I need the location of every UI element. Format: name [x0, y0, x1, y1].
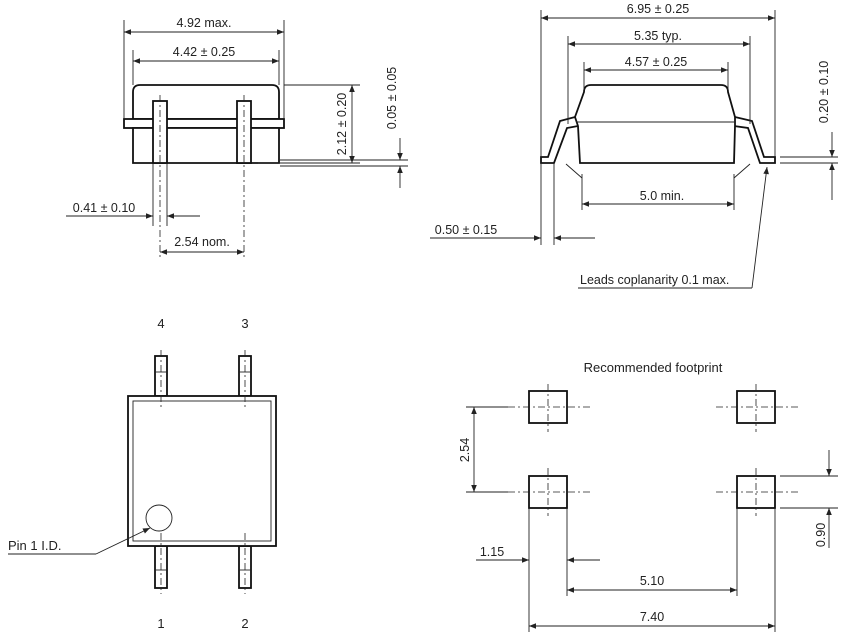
- dim-min-span: 5.0 min.: [640, 189, 684, 203]
- pin-label-4: 4: [157, 316, 164, 331]
- dim-height: 2.12 ± 0.20: [335, 93, 349, 156]
- dim-overall: 6.95 ± 0.25: [627, 2, 690, 16]
- footprint-view: Recommended footprint 2.54 0.90: [458, 360, 838, 632]
- side-view: 4.92 max. 4.42 ± 0.25 2.12 ± 0.20 0.05 ±…: [66, 16, 408, 258]
- fp-pad-height: 0.90: [814, 523, 828, 547]
- footprint-title: Recommended footprint: [584, 360, 723, 375]
- coplanarity-note: Leads coplanarity 0.1 max.: [580, 273, 729, 287]
- fp-pitch: 2.54: [458, 438, 472, 462]
- dim-lead-thickness: 0.20 ± 0.10: [817, 61, 831, 124]
- end-body: [574, 84, 736, 164]
- dim-foot-length: 0.50 ± 0.15: [435, 223, 498, 237]
- dim-body-width: 4.42 ± 0.25: [173, 45, 236, 59]
- end-view: 6.95 ± 0.25 5.35 typ. 4.57 ± 0.25 0.20 ±…: [430, 2, 838, 289]
- fp-outer-span: 7.40: [640, 610, 664, 624]
- dim-lead-width: 0.41 ± 0.10: [73, 201, 136, 215]
- fp-pad-width: 1.15: [480, 545, 504, 559]
- dim-pitch: 2.54 nom.: [174, 235, 230, 249]
- pin-label-2: 2: [241, 616, 248, 631]
- side-lead-frame: [123, 118, 285, 129]
- fp-inner-span: 5.10: [640, 574, 664, 588]
- pin-label-1: 1: [157, 616, 164, 631]
- pin-label-3: 3: [241, 316, 248, 331]
- dim-standoff: 0.05 ± 0.05: [385, 67, 399, 130]
- top-view: 4 3 1 2 Pin 1 I.D.: [8, 316, 277, 631]
- top-body: [127, 395, 277, 547]
- dim-body-max: 4.92 max.: [177, 16, 232, 30]
- pin1-id-label: Pin 1 I.D.: [8, 538, 61, 553]
- dim-typ: 5.35 typ.: [634, 29, 682, 43]
- pin1-dot: [145, 504, 173, 532]
- dim-end-body: 4.57 ± 0.25: [625, 55, 688, 69]
